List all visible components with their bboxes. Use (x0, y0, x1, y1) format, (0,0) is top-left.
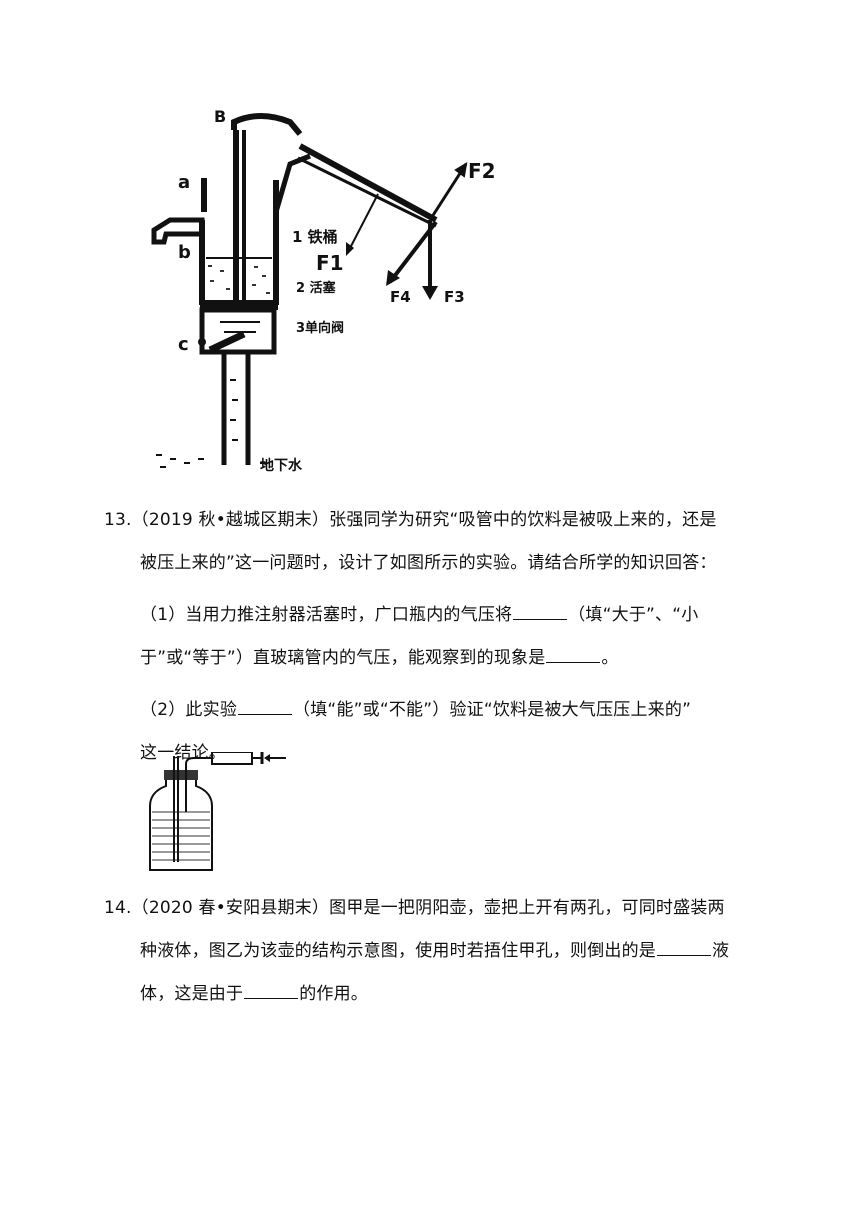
q14-line2: 种液体，图乙为该壶的结构示意图，使用时若捂住甲孔，则倒出的是 液 (140, 941, 729, 961)
label-F2: F2 (468, 159, 496, 183)
q14-l2b: 液 (712, 941, 730, 961)
q13-p2b: （填“能”或“不能”）验证“饮料是被大气压压上来的” (293, 700, 692, 720)
q13-part1-line2: 于”或“等于”）直玻璃管内的气压，能观察到的现象是 。 (140, 648, 619, 668)
answer-blank[interactable] (238, 700, 293, 715)
label-F4: F4 (390, 288, 411, 306)
bottle-syringe-diagram (149, 752, 286, 871)
label-piston: 2 活塞 (296, 280, 337, 296)
pump-diagram: a b B c 1 铁桶 F1 2 活塞 3单向阀 F2 F4 F3 地下水 (151, 107, 496, 474)
answer-blank[interactable] (513, 605, 568, 620)
answer-blank[interactable] (244, 984, 299, 999)
label-bucket: 1 铁桶 (292, 228, 338, 246)
q13-p1b: （填“大于”、“小 (568, 605, 699, 625)
label-valve: 3单向阀 (296, 320, 344, 336)
q14-l2a: 种液体，图乙为该壶的结构示意图，使用时若捂住甲孔，则倒出的是 (140, 941, 656, 961)
q13-part2-line1: （2）此实验 （填“能”或“不能”）验证“饮料是被大气压压上来的” (140, 700, 691, 720)
q13-p1a: （1）当用力推注射器活塞时，广口瓶内的气压将 (140, 605, 513, 625)
label-groundwater: 地下水 (260, 457, 303, 474)
q13-p2a: （2）此实验 (140, 700, 238, 720)
q13-p1d: 。 (601, 648, 619, 668)
label-F1: F1 (316, 251, 344, 275)
label-B: B (214, 107, 226, 126)
label-a: a (178, 172, 190, 193)
q14-line3: 体，这是由于 的作用。 (140, 984, 368, 1004)
q13-p1c: 于”或“等于”）直玻璃管内的气压，能观察到的现象是 (140, 648, 546, 668)
q13-line1: 13.（2019 秋•越城区期末）张强同学为研究“吸管中的饮料是被吸上来的，还是 (104, 510, 717, 530)
label-b: b (178, 242, 191, 263)
q13-part1-line1: （1）当用力推注射器活塞时，广口瓶内的气压将 （填“大于”、“小 (140, 605, 698, 625)
answer-blank[interactable] (657, 941, 711, 956)
answer-blank[interactable] (546, 648, 601, 663)
q14-l3b: 的作用。 (299, 984, 369, 1004)
q14-line1: 14.（2020 春•安阳县期末）图甲是一把阴阳壶，壶把上开有两孔，可同时盛装两 (104, 898, 725, 918)
label-c: c (178, 334, 189, 355)
label-F3: F3 (444, 288, 465, 306)
q14-l3a: 体，这是由于 (140, 984, 244, 1004)
q13-line2: 被压上来的”这一问题时，设计了如图所示的实验。请结合所学的知识回答： (140, 553, 717, 573)
